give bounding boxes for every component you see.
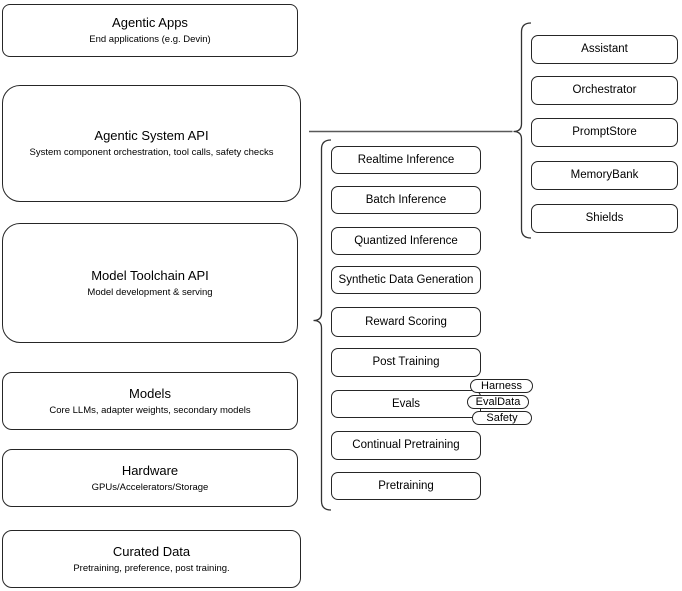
node-hardware: Hardware GPUs/Accelerators/Storage: [2, 449, 298, 507]
node-title: Curated Data: [112, 543, 191, 559]
brace-right-column: [513, 22, 532, 239]
pill-label: EvalData: [475, 395, 521, 408]
node-shields: Shields: [531, 204, 678, 233]
node-subtitle: Model development & serving: [87, 286, 213, 298]
node-memorybank: MemoryBank: [531, 161, 678, 190]
node-reward-scoring: Reward Scoring: [331, 307, 481, 337]
pill-label: Harness: [481, 379, 522, 392]
pill-evaldata: EvalData: [467, 395, 529, 409]
node-label: Reward Scoring: [365, 315, 447, 328]
brace-middle-column: [313, 139, 332, 511]
node-label: Orchestrator: [572, 84, 637, 97]
node-label: Evals: [391, 397, 421, 410]
node-subtitle: Pretraining, preference, post training.: [73, 562, 230, 574]
node-promptstore: PromptStore: [531, 118, 678, 147]
node-subtitle: End applications (e.g. Devin): [89, 34, 211, 46]
pill-safety: Safety: [472, 411, 532, 425]
node-label: Continual Pretraining: [352, 439, 460, 452]
node-pretraining: Pretraining: [331, 472, 481, 500]
node-realtime-inference: Realtime Inference: [331, 146, 481, 174]
node-post-training: Post Training: [331, 348, 481, 377]
node-orchestrator: Orchestrator: [531, 76, 678, 105]
node-quantized-inference: Quantized Inference: [331, 227, 481, 255]
node-model-toolchain-api: Model Toolchain API Model development & …: [2, 223, 298, 343]
node-label: Shields: [585, 212, 624, 225]
node-title: Agentic Apps: [112, 15, 188, 31]
node-title: Model Toolchain API: [91, 267, 209, 283]
node-subtitle: Core LLMs, adapter weights, secondary mo…: [49, 404, 251, 416]
node-models: Models Core LLMs, adapter weights, secon…: [2, 372, 298, 430]
node-label: Pretraining: [378, 479, 434, 492]
node-evals: Evals: [331, 390, 481, 418]
node-continual-pretraining: Continual Pretraining: [331, 431, 481, 460]
node-label: Realtime Inference: [357, 153, 455, 166]
node-title: Hardware: [121, 462, 179, 478]
node-label: Batch Inference: [365, 193, 447, 206]
node-label: PromptStore: [572, 126, 637, 139]
node-label: Assistant: [581, 43, 628, 56]
node-label: Quantized Inference: [354, 234, 458, 247]
node-curated-data: Curated Data Pretraining, preference, po…: [2, 530, 301, 588]
node-agentic-system-api: Agentic System API System component orch…: [2, 85, 301, 202]
node-subtitle: GPUs/Accelerators/Storage: [91, 481, 209, 493]
node-subtitle: System component orchestration, tool cal…: [29, 147, 274, 159]
node-agentic-apps: Agentic Apps End applications (e.g. Devi…: [2, 4, 298, 57]
node-batch-inference: Batch Inference: [331, 186, 481, 214]
pill-harness: Harness: [470, 379, 533, 393]
node-label: MemoryBank: [570, 169, 639, 182]
pill-label: Safety: [486, 411, 518, 424]
node-title: Agentic System API: [94, 128, 209, 144]
node-label: Synthetic Data Generation: [338, 273, 474, 286]
node-assistant: Assistant: [531, 35, 678, 64]
node-synthetic-data-generation: Synthetic Data Generation: [331, 266, 481, 294]
node-label: Post Training: [372, 356, 440, 369]
node-title: Models: [129, 385, 171, 401]
